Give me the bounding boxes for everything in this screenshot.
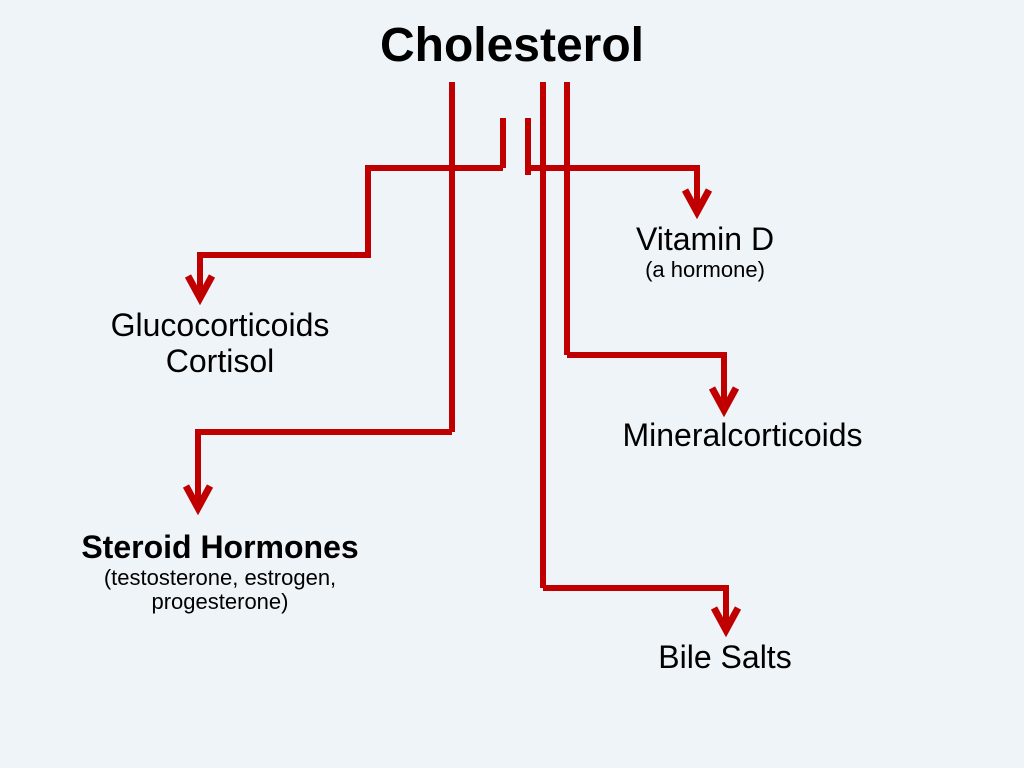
node-bile-salts: Bile Salts [595, 639, 855, 676]
node-glucocorticoids: Glucocorticoids Cortisol [40, 307, 400, 380]
arrow-head-bile-salts [710, 606, 742, 638]
node-vitamin-d: Vitamin D (a hormone) [575, 221, 835, 282]
node-mineralcorticoids-line1: Mineralcorticoids [622, 417, 863, 453]
node-bile-salts-line1: Bile Salts [658, 639, 792, 675]
node-vitamin-d-line2: (a hormone) [645, 256, 765, 282]
arrow-head-vitamin-d [681, 188, 713, 220]
arrow-head-glucocorticoids [184, 274, 216, 306]
node-mineralcorticoids: Mineralcorticoids [570, 417, 915, 454]
page-title: Cholesterol [379, 19, 645, 72]
node-steroid-hormones-line3: progesterone) [151, 589, 289, 615]
node-steroid-hormones: Steroid Hormones (testosterone, estrogen… [20, 529, 420, 615]
node-vitamin-d-line1: Vitamin D [635, 221, 775, 257]
arrow-path-steroid-hormones [195, 429, 452, 502]
node-glucocorticoids-line2: Cortisol [165, 342, 275, 379]
node-steroid-hormones-line1: Steroid Hormones [81, 529, 359, 565]
node-glucocorticoids-line1: Glucocorticoids [110, 307, 330, 343]
arrow-path-glucocorticoids [197, 165, 503, 292]
arrow-head-mineralcorticoids [708, 386, 740, 418]
arrow-path-vitamin-d [528, 165, 700, 206]
arrow-path-mineralcorticoids [567, 352, 727, 404]
arrow-head-steroid-hormones [182, 484, 214, 516]
arrow-path-bile-salts [543, 585, 729, 624]
node-steroid-hormones-line2: (testosterone, estrogen, [103, 564, 337, 590]
